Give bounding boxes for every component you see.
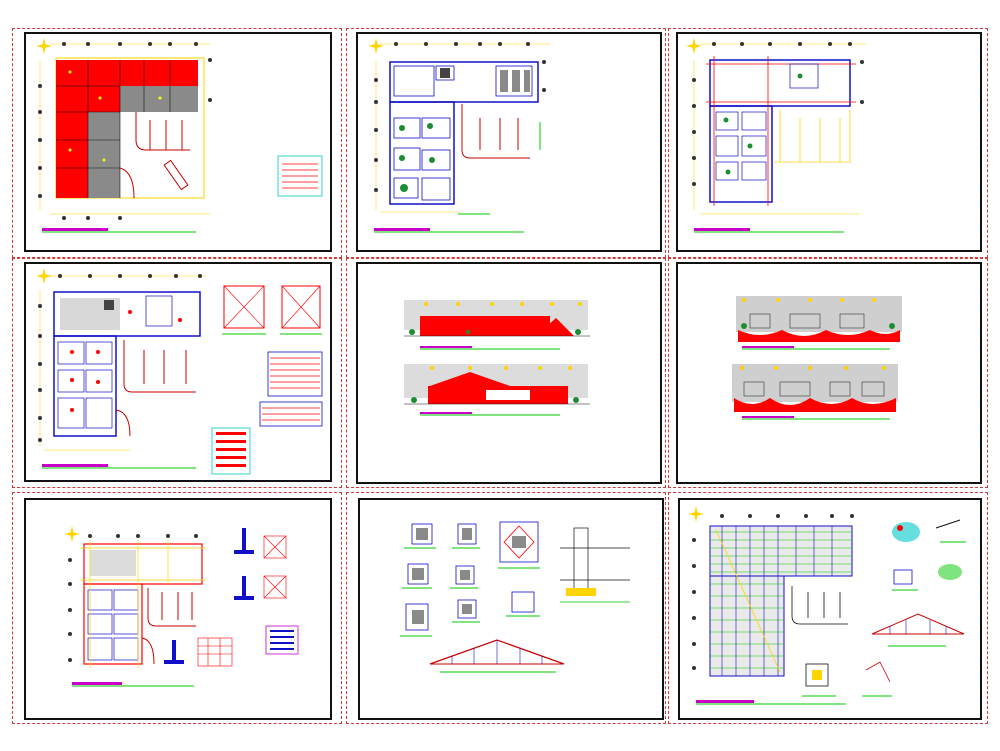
frame-9 <box>668 492 988 724</box>
frame-4 <box>12 258 342 488</box>
column-detail <box>498 521 540 569</box>
north-arrow-icon <box>686 38 702 54</box>
frame-7 <box>12 492 342 724</box>
detail-window-1 <box>222 285 322 335</box>
rebar-detail <box>197 535 287 667</box>
drawing-floor-plan-4 <box>36 268 323 475</box>
truss-elevation-detail <box>429 639 565 673</box>
frame-1 <box>12 28 342 258</box>
drawing-elevations-2 <box>732 296 902 420</box>
drawing-elevations-1 <box>404 300 590 416</box>
sheet-floor-plan-3 <box>676 32 982 252</box>
joint-details <box>802 519 966 697</box>
drawing-construction-details <box>400 521 630 673</box>
wall-section-detail <box>560 527 630 603</box>
legend-box-2 <box>265 625 299 655</box>
drawing-floor-plan-2 <box>368 38 550 233</box>
frame-6 <box>668 258 988 488</box>
drawing-foundation-plan <box>64 526 299 687</box>
truss-detail <box>871 613 965 647</box>
north-arrow-icon <box>36 38 52 54</box>
north-arrow-icon <box>368 38 384 54</box>
frame-3 <box>668 28 988 258</box>
sheet-floor-plan-2 <box>356 32 662 252</box>
footing-detail <box>164 528 254 664</box>
frame-5 <box>346 258 666 488</box>
schedule-table-1 <box>259 351 323 427</box>
north-arrow-icon <box>688 506 704 522</box>
drawing-roof-framing-plan <box>688 506 966 705</box>
drawing-floor-plan-1 <box>36 38 323 233</box>
frame-2 <box>346 28 666 258</box>
drawing-floor-plan-3 <box>686 38 866 233</box>
north-arrow-icon <box>64 526 80 542</box>
legend-box-1 <box>211 427 251 475</box>
frame-8 <box>346 492 666 724</box>
